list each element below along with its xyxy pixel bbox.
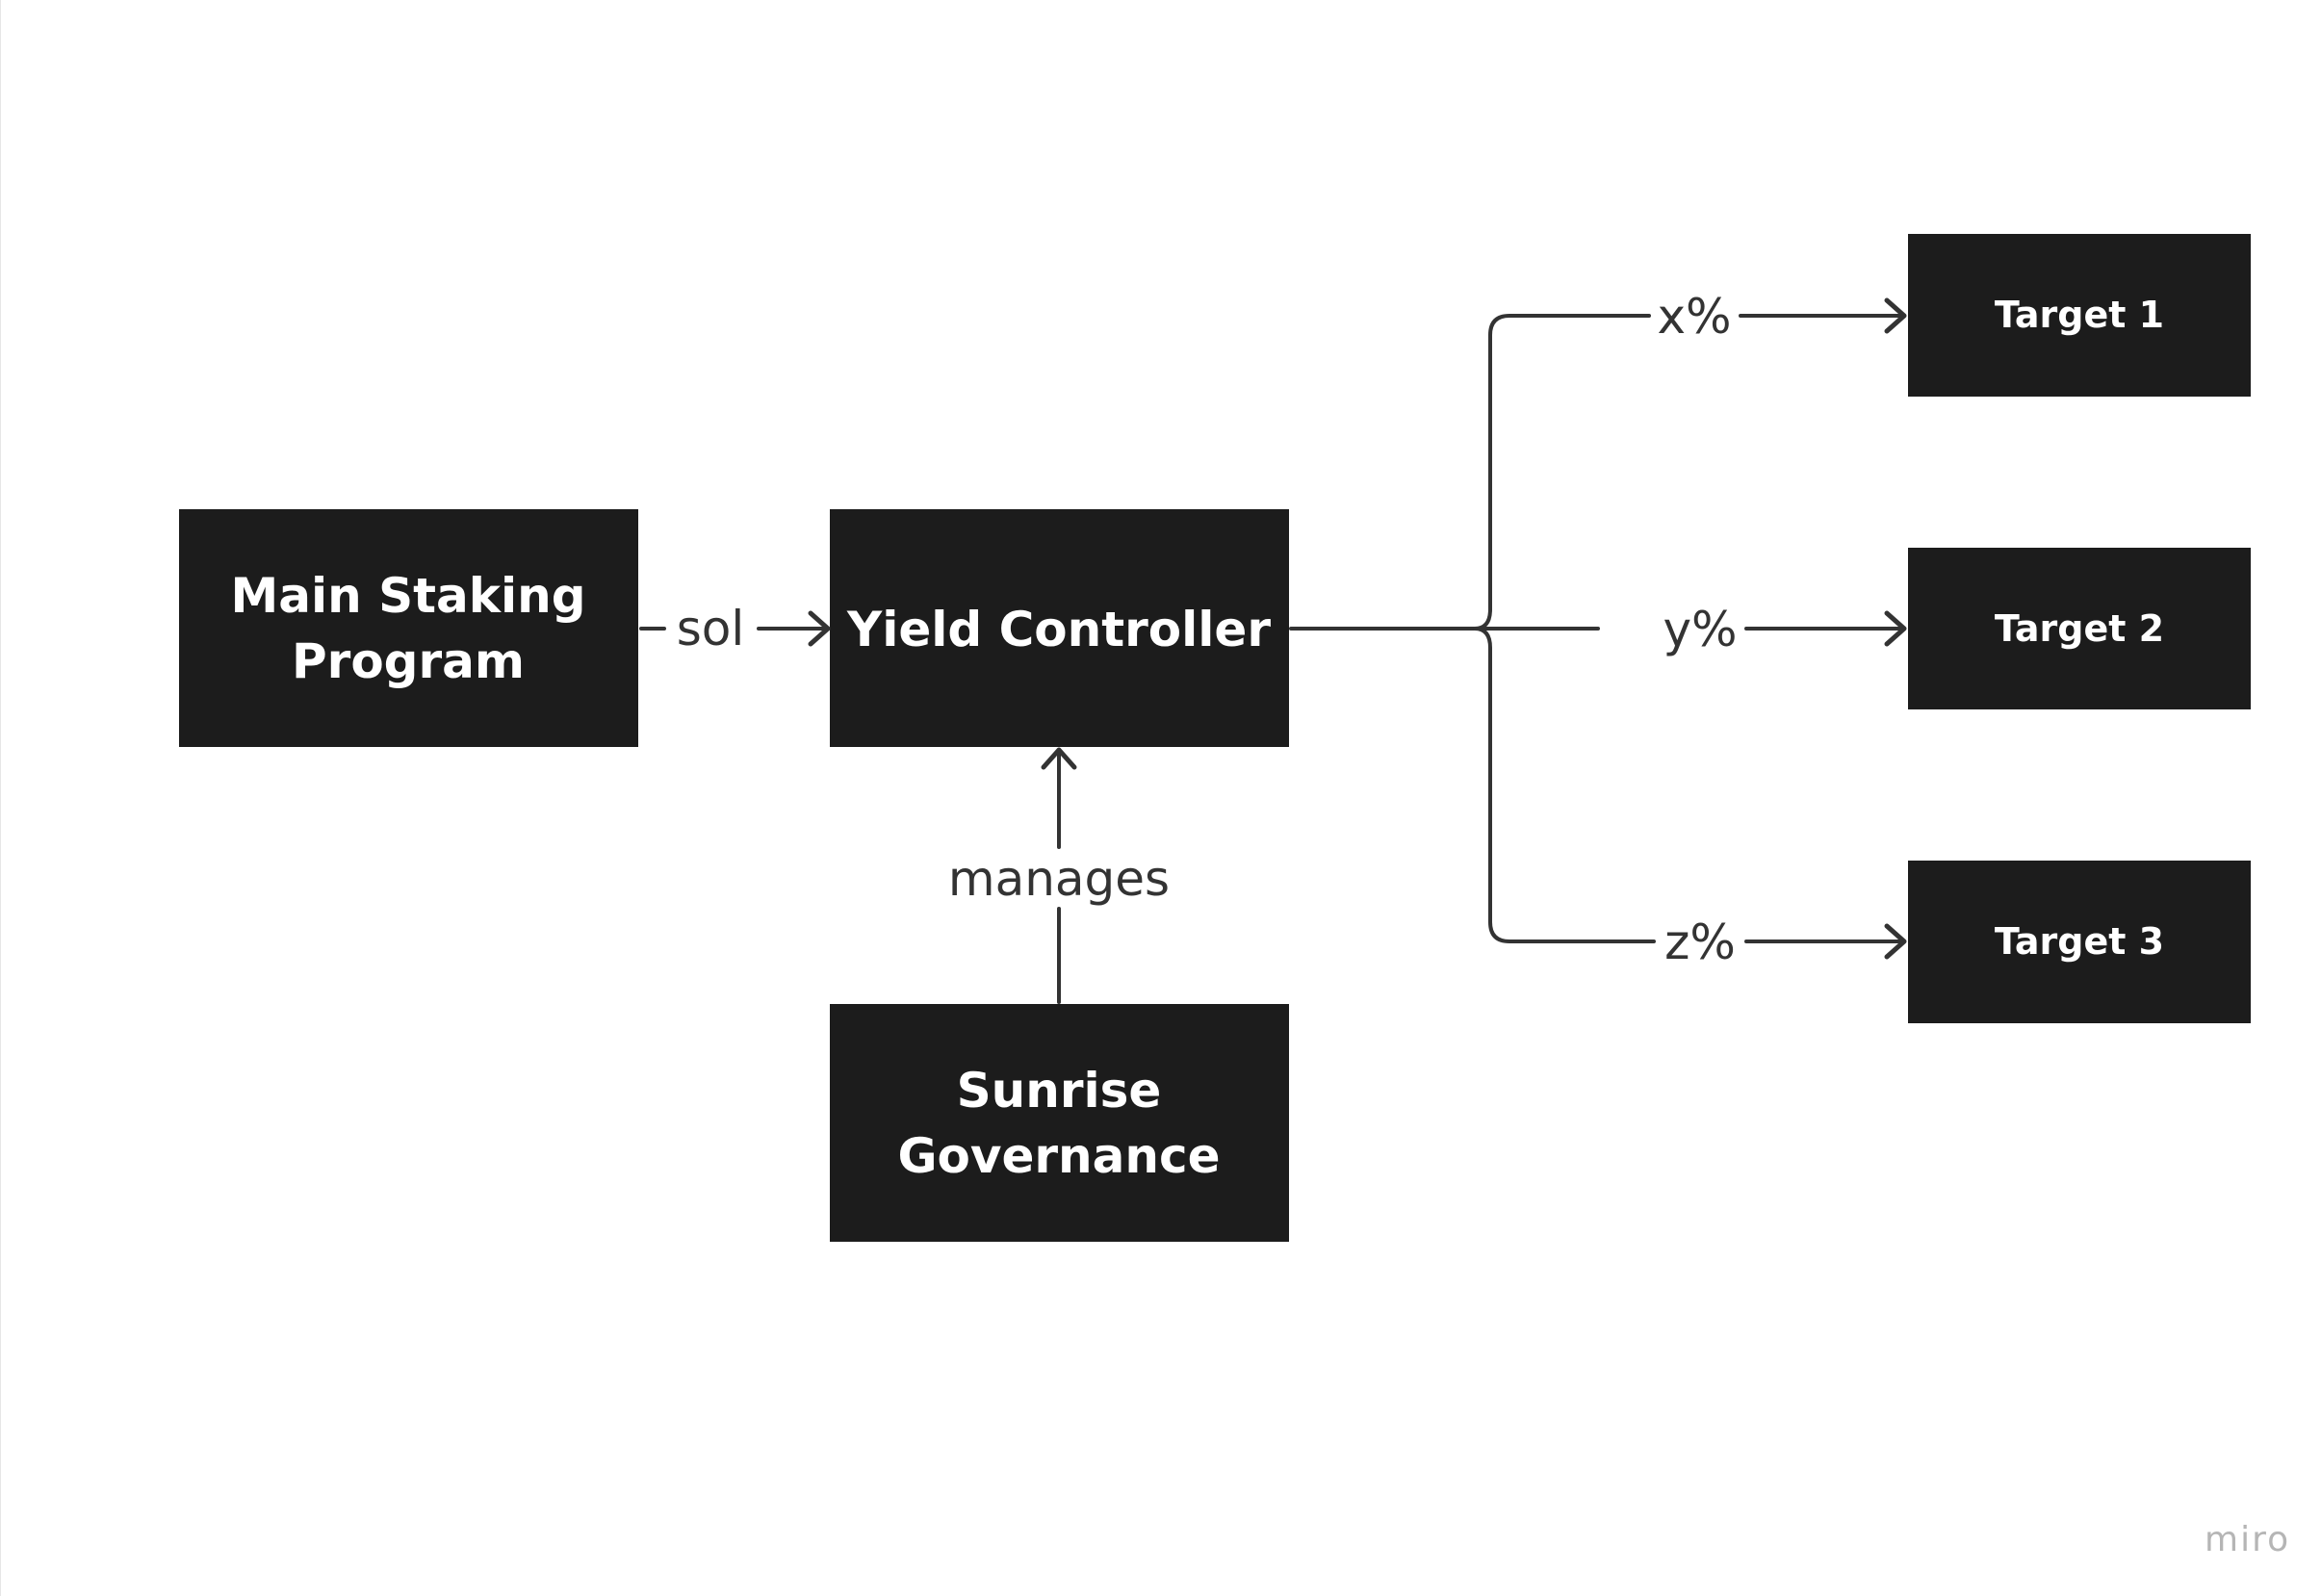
node-label: Sunrise xyxy=(957,1063,1162,1119)
arrow-head-icon xyxy=(1884,923,1907,960)
arrow-head-icon xyxy=(1884,610,1907,647)
node-label: Governance xyxy=(897,1128,1220,1184)
node-target-3: Target 3 xyxy=(1908,861,2251,1023)
edge-x-percent: x% xyxy=(1657,289,1907,345)
node-target-2: Target 2 xyxy=(1908,548,2251,709)
node-label: Target 2 xyxy=(1995,607,2164,650)
edge-y-percent: y% xyxy=(1663,602,1907,657)
edge-label-z: z% xyxy=(1664,914,1736,970)
edge-label-sol: sol xyxy=(677,601,745,656)
edge-label-y: y% xyxy=(1663,602,1737,657)
node-sunrise-governance: Sunrise Governance xyxy=(830,1004,1289,1242)
node-yield-controller: Yield Controller xyxy=(830,509,1289,747)
node-label: Main Staking xyxy=(230,568,585,624)
node-main-staking-program: Main Staking Program xyxy=(179,509,638,747)
node-label: Yield Controller xyxy=(846,602,1271,657)
canvas-left-border xyxy=(0,0,1,1596)
node-label: Program xyxy=(292,633,525,689)
edge-z-percent: z% xyxy=(1664,914,1907,970)
edge-label-manages: manages xyxy=(948,851,1170,907)
node-target-1: Target 1 xyxy=(1908,234,2251,397)
miro-watermark: miro xyxy=(2205,1520,2290,1559)
edge-branch-bracket xyxy=(1289,314,1656,943)
edge-manages: manages xyxy=(948,747,1170,1004)
arrow-head-icon xyxy=(1041,747,1077,770)
edge-label-x: x% xyxy=(1657,289,1731,345)
node-label: Target 3 xyxy=(1995,920,2164,963)
arrow-head-icon xyxy=(808,610,831,647)
edge-sol: sol xyxy=(639,601,831,656)
arrow-head-icon xyxy=(1884,297,1907,334)
node-label: Target 1 xyxy=(1995,294,2164,336)
